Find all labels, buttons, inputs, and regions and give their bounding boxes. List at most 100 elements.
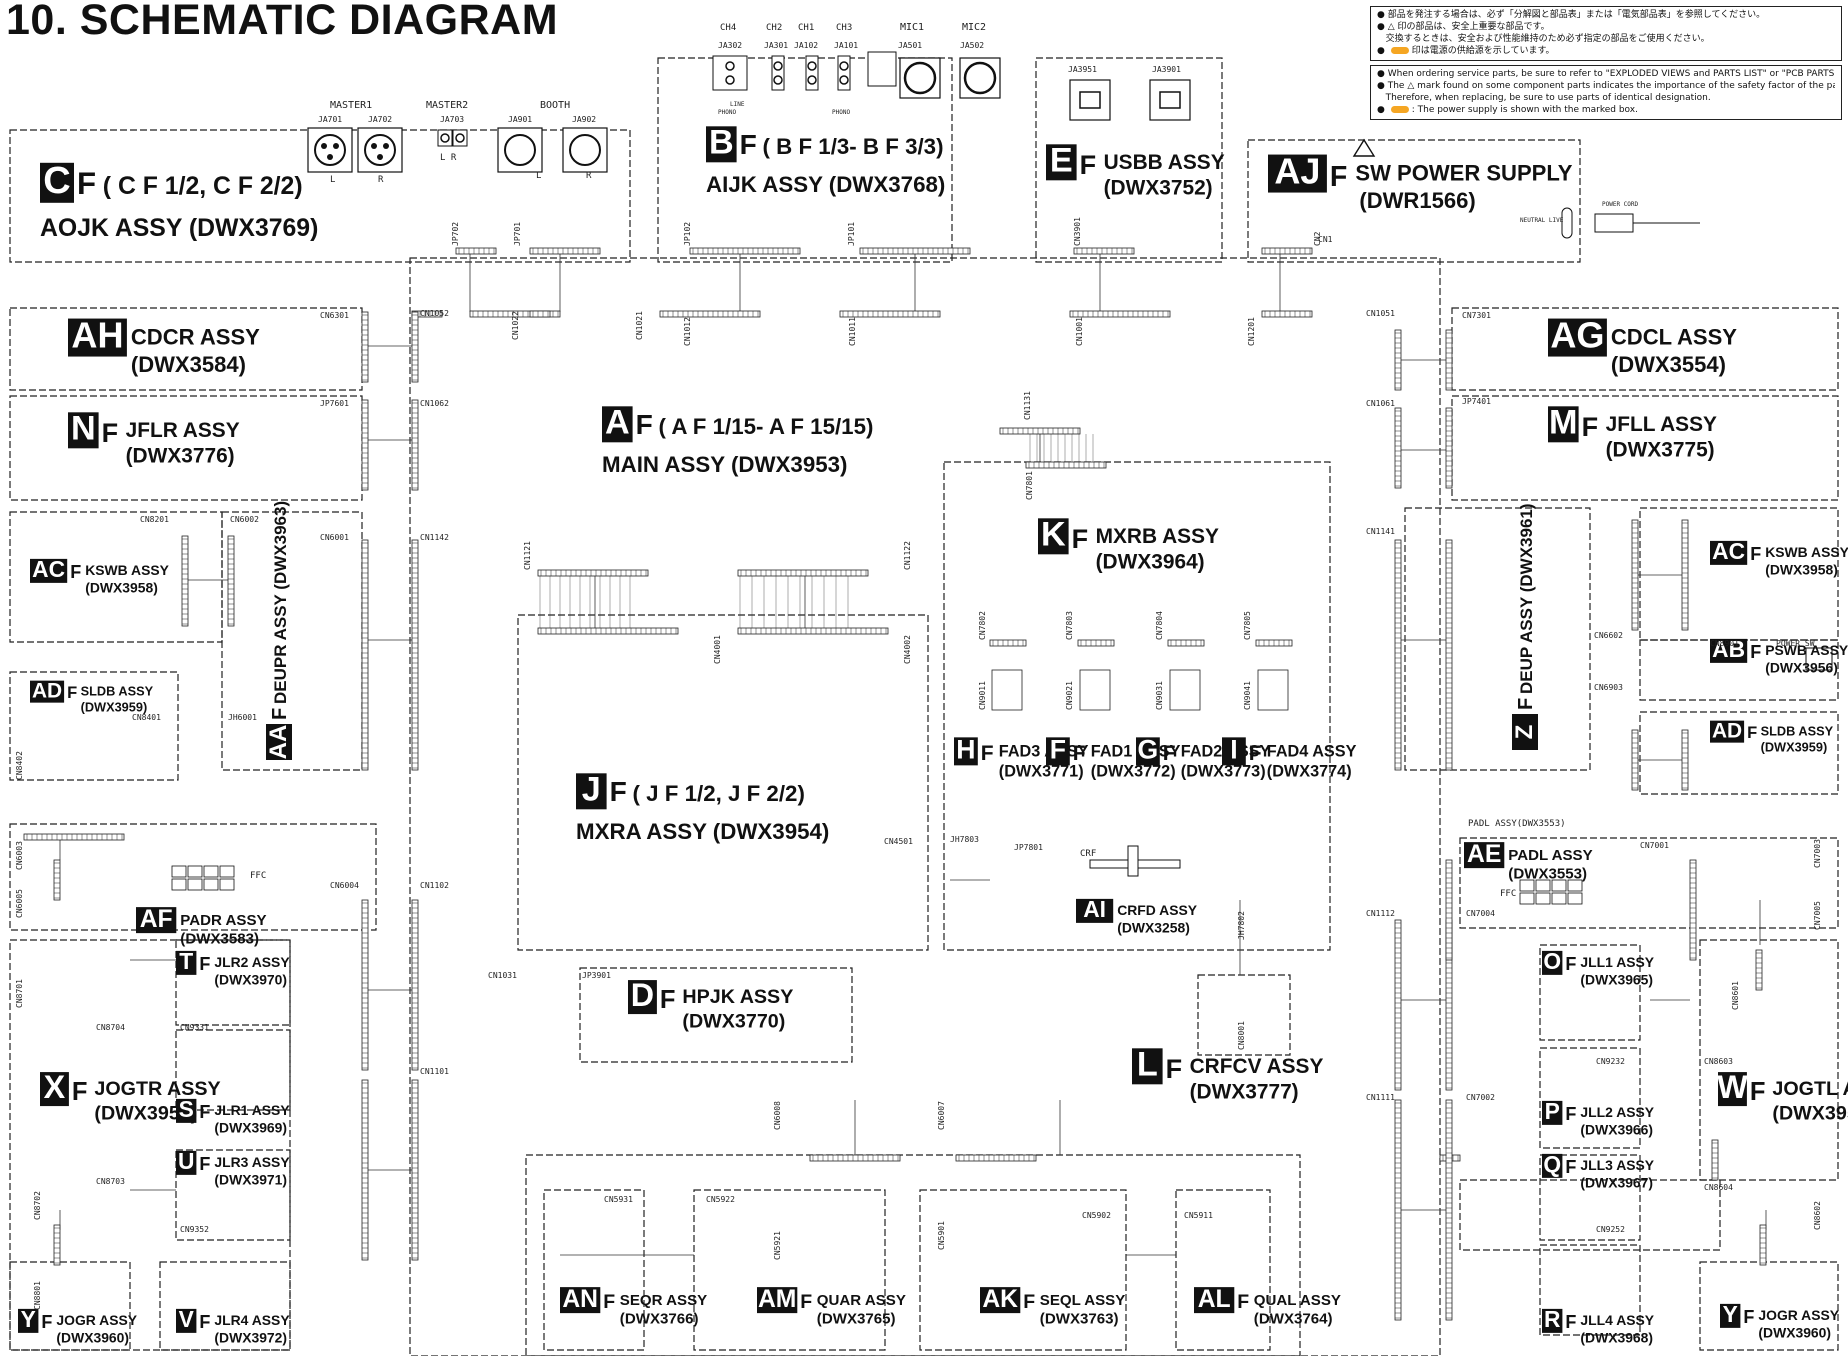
assembly-box xyxy=(1699,1261,1839,1351)
assembly-code-badge xyxy=(1710,720,1745,743)
assembly-part-number: (DWX3258) xyxy=(1117,919,1190,935)
pad-icon xyxy=(1551,879,1567,892)
connector-label: JP7801 xyxy=(1014,843,1043,852)
connector-strip xyxy=(1394,329,1402,391)
connector-label: CN1012 xyxy=(683,317,692,346)
assembly-box xyxy=(159,1261,291,1351)
misc-label: POWER SW xyxy=(1776,639,1815,648)
assembly-code-badge xyxy=(68,412,99,449)
assembly-code: N xyxy=(71,410,96,448)
assembly-box xyxy=(1175,1189,1271,1351)
assembly-name: CRFD ASSY xyxy=(1117,902,1198,918)
connector-label: CN6301 xyxy=(320,311,349,320)
connector-strip xyxy=(737,627,889,635)
assembly-code: M xyxy=(1549,404,1577,442)
assembly-grade: F xyxy=(1747,724,1757,742)
jack-icon xyxy=(569,134,601,166)
assembly-grade: F xyxy=(636,409,653,440)
jack-group-label: MASTER2 xyxy=(426,100,468,111)
assembly-part-number: (DWX3965) xyxy=(1580,971,1653,987)
connector-label: CN8601 xyxy=(1731,981,1740,1010)
connector-label: CN6003 xyxy=(15,841,24,870)
assembly-code-badge xyxy=(40,162,74,203)
assembly-sheet-range: ( A F 1/15- A F 15/15) xyxy=(659,414,874,439)
assembly-grade: F xyxy=(1163,742,1176,765)
rca-jack-icon xyxy=(839,61,849,71)
assembly-name: SLDB ASSY xyxy=(81,684,154,699)
xlr-jack-icon xyxy=(959,57,1001,99)
connector-label: CN1031 xyxy=(488,971,517,980)
connector-strip xyxy=(53,1224,61,1266)
jack-label: JA501 xyxy=(898,41,922,50)
rca-jack-icon xyxy=(807,75,817,85)
assembly-grade: F xyxy=(41,1312,52,1332)
connector-strip xyxy=(1394,919,1402,1091)
connector-label: CN8402 xyxy=(15,751,24,780)
assembly-code-badge xyxy=(176,1308,197,1333)
assembly-grade: F xyxy=(981,742,994,765)
assembly-code: S xyxy=(179,1096,194,1122)
assembly-box xyxy=(1639,639,1839,701)
jack-group-label: MIC2 xyxy=(962,22,986,33)
assembly-code: V xyxy=(179,1306,195,1332)
connector-label: CN8604 xyxy=(1704,1183,1733,1192)
connector-label: CN8702 xyxy=(33,1191,42,1220)
pad-icon xyxy=(1567,879,1583,892)
assembly-code: A xyxy=(605,404,630,442)
assembly-code: AK xyxy=(982,1286,1018,1313)
misc-label: FFC xyxy=(250,871,266,881)
assembly-grade: F xyxy=(1565,1157,1576,1177)
rca-jack-icon xyxy=(452,129,468,147)
rca-jack-icon xyxy=(455,133,465,143)
assembly-name: JLR1 ASSY xyxy=(214,1102,290,1118)
note-jp-1: ● 部品を発注する場合は、必ず「分解図と部品表」または「電気部品表」を参照してく… xyxy=(1377,10,1766,20)
connector-strip xyxy=(1394,407,1402,489)
connector-label: CN5901 xyxy=(937,1221,946,1250)
pin-icon xyxy=(333,143,339,149)
assembly-part-number: (DWX3957) xyxy=(94,1103,197,1125)
rca-jack-icon xyxy=(712,55,748,91)
connector-label: CN5922 xyxy=(706,1195,735,1204)
assembly-code-badge xyxy=(1464,842,1505,869)
connector-label: CN6008 xyxy=(773,1101,782,1130)
assembly-grade: F xyxy=(1330,161,1347,193)
assembly-grade: F xyxy=(603,1291,615,1313)
note-jp-2: ● △ 印の部品は、安全上重要な部品です。 xyxy=(1377,22,1550,32)
assembly-part-number: (DWX3773) xyxy=(1181,763,1266,781)
assembly-grade: F xyxy=(102,418,119,448)
assembly-code: F xyxy=(1050,735,1066,765)
connector-label: CN1052 xyxy=(420,309,449,318)
fader-module xyxy=(1257,669,1289,711)
rca-jack-icon xyxy=(773,61,783,71)
rca-jack-icon xyxy=(725,75,735,85)
assembly-part-number: (DWX3765) xyxy=(817,1311,896,1328)
jack-label: JA502 xyxy=(960,41,984,50)
jack-label: JA902 xyxy=(572,115,596,124)
assembly-name: SEQR ASSY xyxy=(620,1292,707,1309)
assembly-grade: F xyxy=(1750,544,1761,564)
assembly-code: P xyxy=(1545,1098,1560,1124)
assembly-part-number: (DWX3776) xyxy=(126,445,235,468)
rca-jack-icon xyxy=(440,133,450,143)
assembly-code: Y xyxy=(1723,1301,1738,1327)
connector-strip xyxy=(469,310,561,318)
assembly-box xyxy=(1035,57,1223,263)
assembly-sheet-range: ( C F 1/2, C F 2/2) xyxy=(103,173,303,200)
connector-strip xyxy=(455,247,497,255)
assembly-name: JLL2 ASSY xyxy=(1580,1104,1654,1120)
connector-label: CN6004 xyxy=(330,881,359,890)
misc-label: NEUTRAL LIVE xyxy=(1520,217,1564,224)
assembly-part-number: (DWX3956) xyxy=(1765,659,1838,675)
connector-label: CN8704 xyxy=(96,1023,125,1032)
fuse-icon xyxy=(1561,207,1573,239)
assembly-code-badge xyxy=(176,950,197,975)
assembly-name: CDCL ASSY xyxy=(1611,324,1737,349)
connector-label: CN7803 xyxy=(1065,611,1074,640)
assembly-name: SEQL ASSY xyxy=(1040,1292,1125,1309)
assembly-part-number: (DWX3770) xyxy=(682,1011,785,1033)
connector-strip xyxy=(411,1079,419,1261)
pad-icon xyxy=(1535,879,1551,892)
assembly-grade: F xyxy=(67,684,77,702)
assembly-part-number: (DWX3964) xyxy=(1096,551,1205,574)
assembly-part-number: (DWX3752) xyxy=(1104,177,1213,200)
